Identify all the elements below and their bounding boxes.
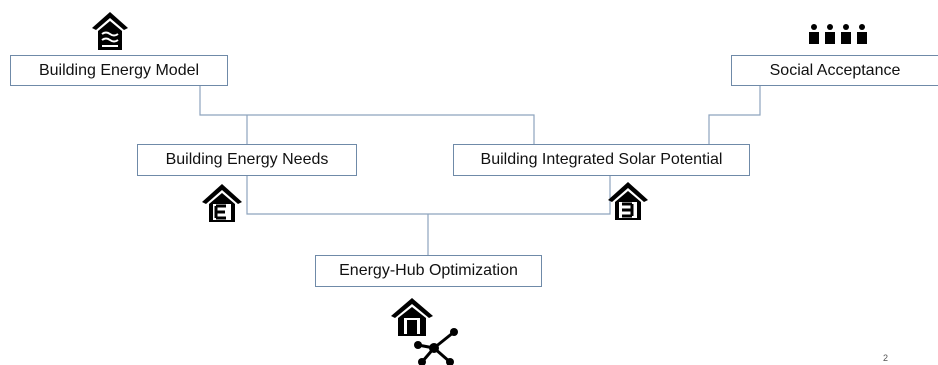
- building-energy-model-box: Building Energy Model: [10, 55, 228, 86]
- social-acceptance-box: Social Acceptance: [731, 55, 938, 86]
- connector-social-to-solar: [708, 85, 761, 145]
- building-energy-needs-box: Building Energy Needs: [137, 144, 357, 176]
- page-number: 2: [883, 353, 889, 363]
- house-network-icon: [391, 298, 458, 365]
- house-e-icon: [202, 184, 242, 222]
- energy-hub-optimization-box: Energy-Hub Optimization: [315, 255, 542, 287]
- connector-model-to-merge: [199, 85, 535, 145]
- house-heat-icon: [92, 12, 128, 50]
- building-integrated-solar-potential-box: Building Integrated Solar Potential: [453, 144, 750, 176]
- connector-needs-solar-merge: [246, 176, 611, 215]
- house-3-icon: [608, 182, 648, 220]
- people-group-icon: [809, 24, 867, 44]
